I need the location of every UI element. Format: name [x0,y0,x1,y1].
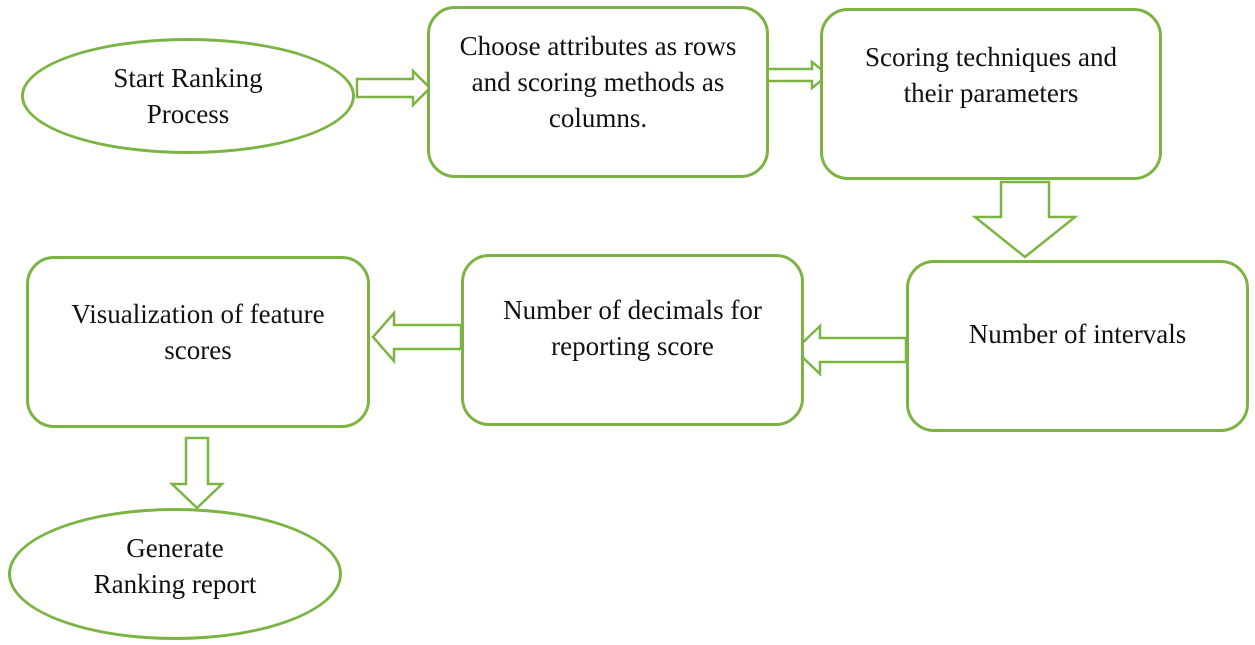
number-of-decimals-node: Number of decimals for reporting score [461,254,804,426]
start-ranking-node: Start Ranking Process [21,38,355,154]
arrow-visualization-to-report [168,436,226,510]
number-of-intervals-label: Number of intervals [968,319,1187,349]
scoring-techniques-label: Scoring techniques and their parameters [865,42,1117,108]
number-of-intervals-node: Number of intervals [906,260,1249,432]
arrow-techniques-to-intervals [971,180,1079,259]
choose-attributes-label: Choose attributes as rows and scoring me… [459,31,737,133]
arrow-intervals-to-decimals [793,323,908,377]
choose-attributes-node: Choose attributes as rows and scoring me… [427,6,769,178]
visualization-label: Visualization of feature scores [71,299,325,365]
number-of-decimals-label: Number of decimals for reporting score [503,295,762,361]
visualization-node: Visualization of feature scores [26,256,370,428]
arrow-start-to-choose [355,67,432,109]
start-ranking-label: Start Ranking Process [113,63,263,129]
generate-report-node: Generate Ranking report [8,508,342,640]
arrow-choose-to-techniques [764,59,830,91]
scoring-techniques-node: Scoring techniques and their parameters [820,8,1162,180]
generate-report-label: Generate Ranking report [93,533,257,599]
arrow-decimals-to-visualization [371,309,463,365]
